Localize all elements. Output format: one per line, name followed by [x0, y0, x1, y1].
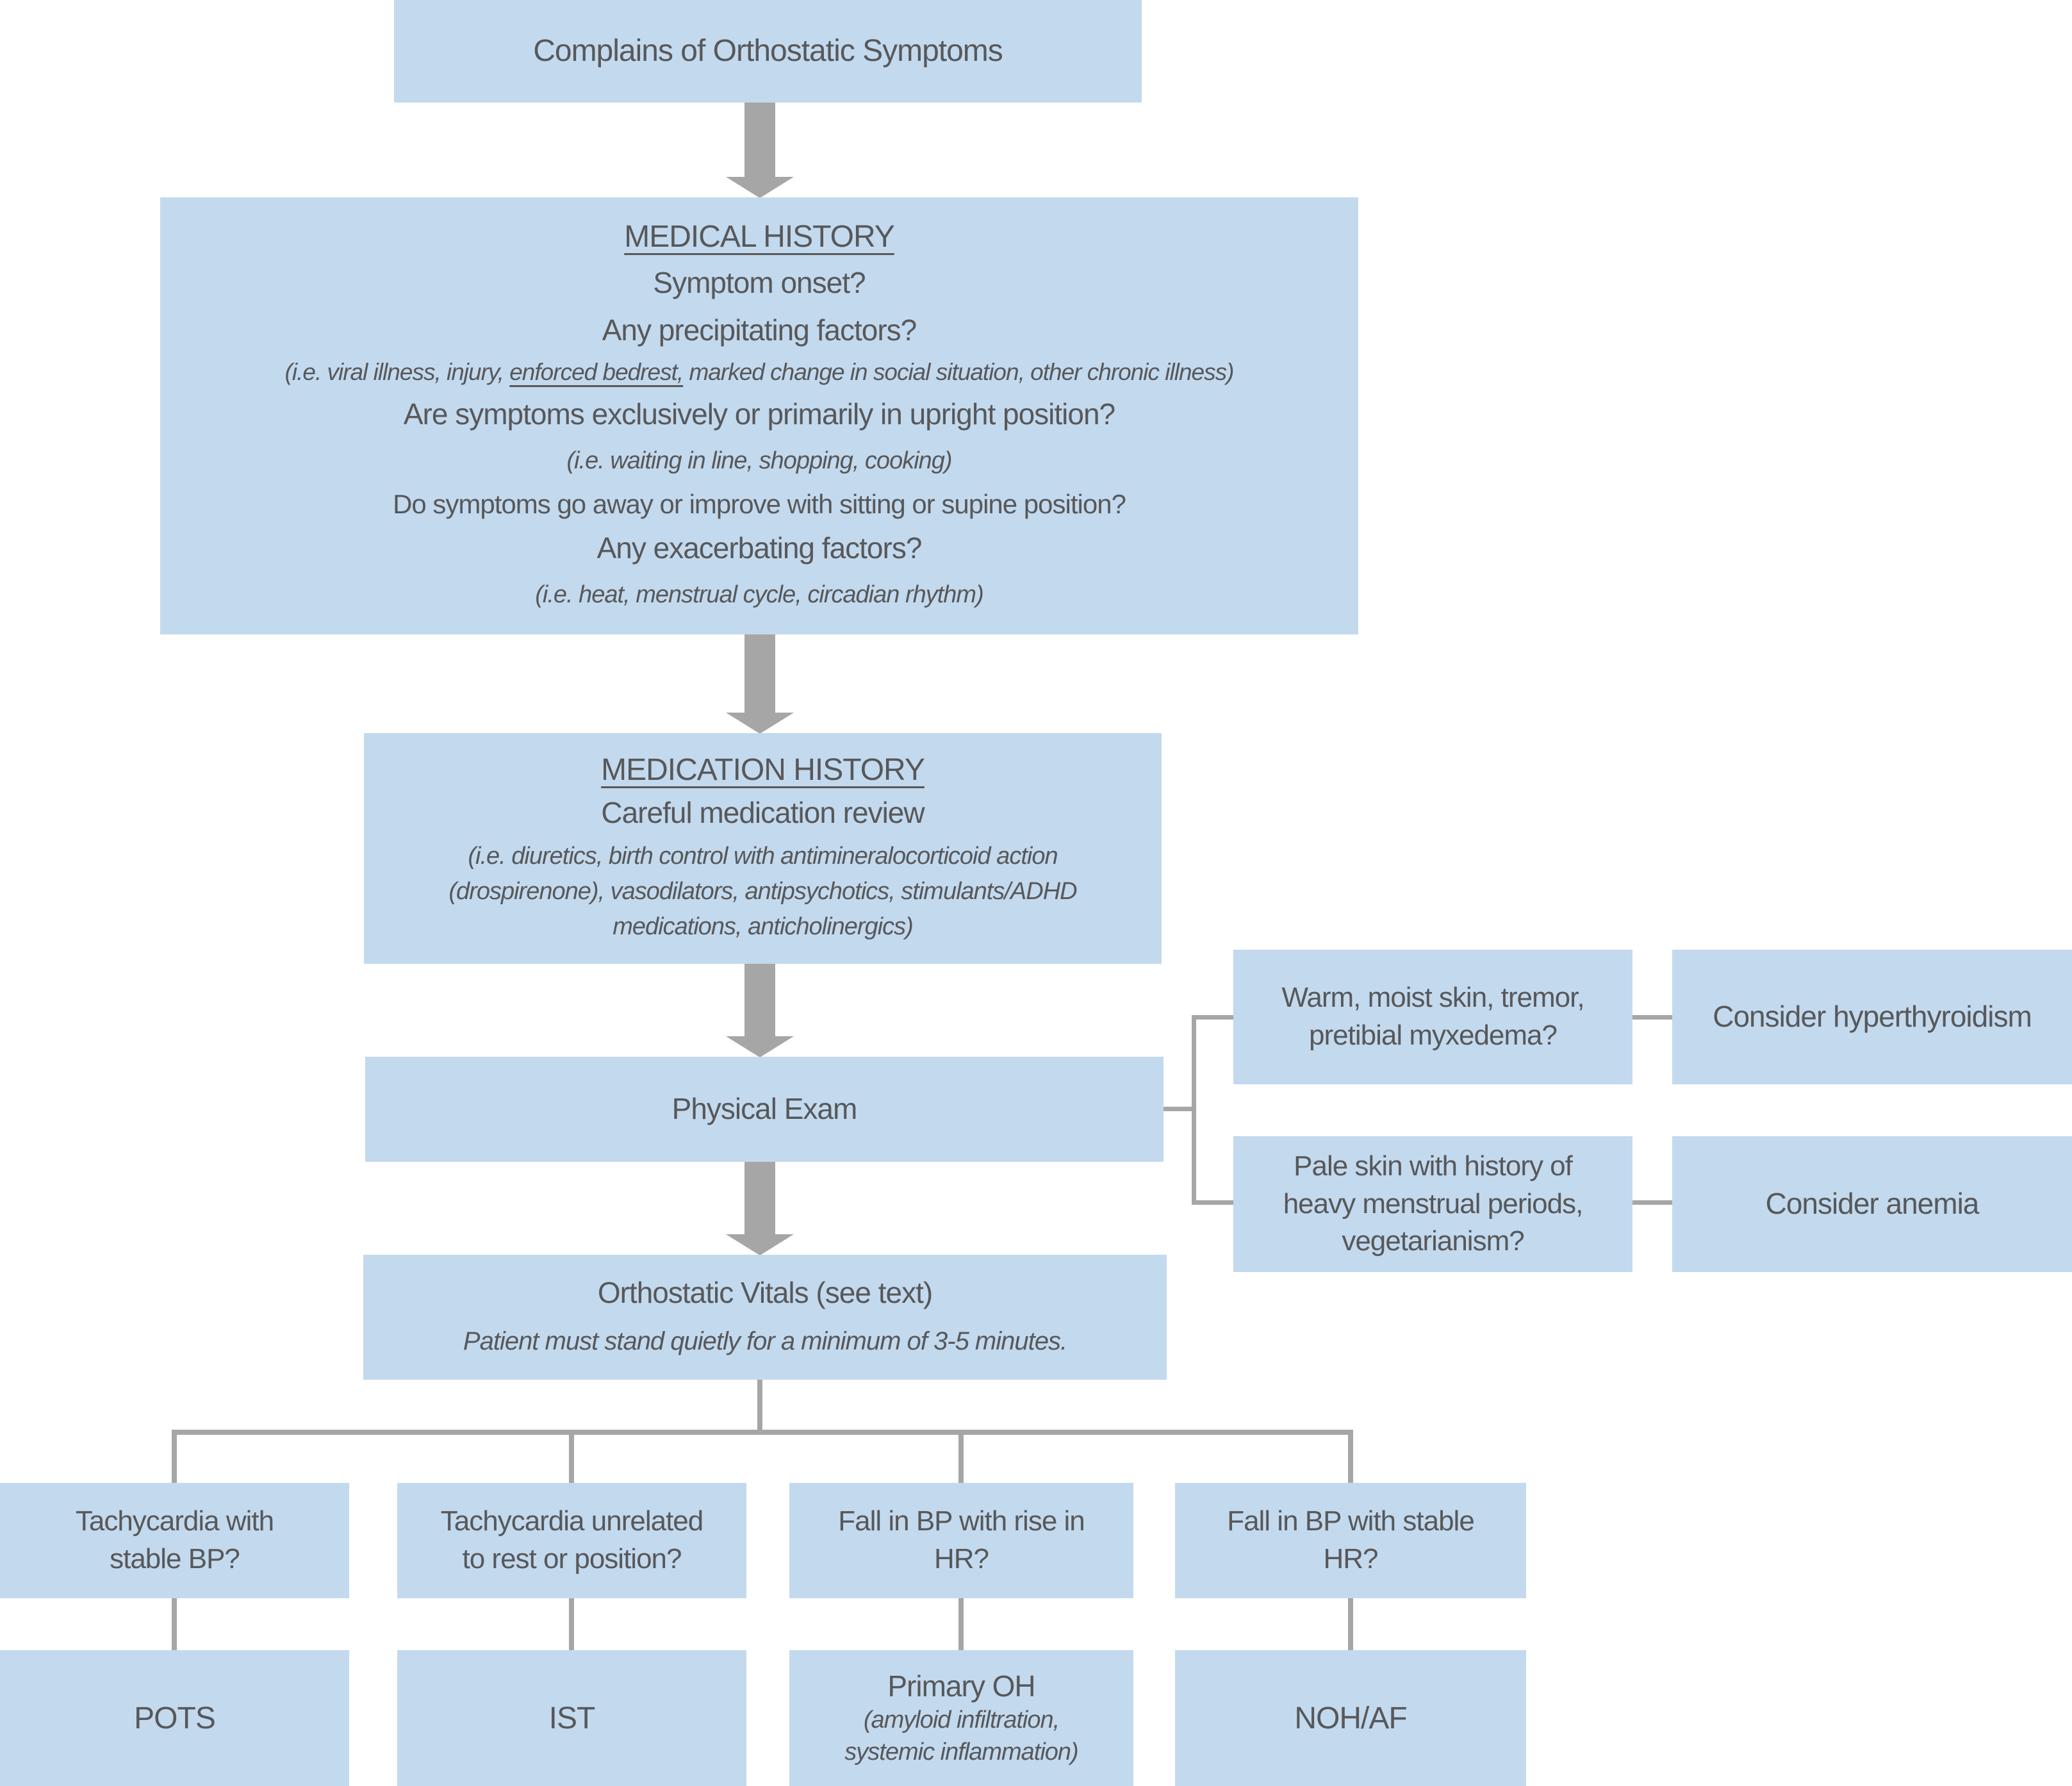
- medication-history-box: MEDICATION HISTORY Careful medication re…: [364, 733, 1162, 964]
- precipitating-example-pre: (i.e. viral illness, injury,: [284, 359, 510, 386]
- medical-history-box: MEDICAL HISTORY Symptom onset? Any preci…: [160, 197, 1358, 634]
- medical-history-upright-example: (i.e. waiting in line, shopping, cooking…: [566, 447, 952, 474]
- physical-exam-box: Physical Exam: [365, 1057, 1163, 1162]
- arrow-head-icon: [726, 1036, 794, 1057]
- diagnosis-label: IST: [548, 1701, 596, 1735]
- connector-bracket-bottom-horizontal: [1192, 1200, 1233, 1205]
- question-line: Tachycardia with: [75, 1505, 274, 1537]
- connector-bracket-vertical: [1192, 1015, 1196, 1205]
- medical-history-exacerbating: Any exacerbating factors?: [596, 531, 923, 565]
- diagnosis-box-noh-af: NOH/AF: [1175, 1650, 1526, 1786]
- question-line: stable BP?: [110, 1543, 240, 1575]
- precipitating-example-post: marked change in social situation, other…: [683, 359, 1234, 386]
- question-box-bp-fall-hr-rise: Fall in BP with rise in HR?: [789, 1483, 1133, 1598]
- medication-history-example: (i.e. diuretics, birth control with anti…: [448, 839, 1077, 945]
- diagnosis-label: NOH/AF: [1294, 1701, 1407, 1735]
- medical-history-upright: Are symptoms exclusively or primarily in…: [403, 397, 1115, 431]
- finding-sign-line: vegetarianism?: [1342, 1225, 1524, 1257]
- finding-anemia-sign-box: Pale skin with history of heavy menstrua…: [1233, 1136, 1632, 1272]
- diagnosis-box-ist: IST: [397, 1650, 746, 1786]
- medical-history-exacerbating-example: (i.e. heat, menstrual cycle, circadian r…: [535, 581, 983, 608]
- connector-drop-4: [1348, 1430, 1353, 1484]
- medication-history-review: Careful medication review: [601, 796, 925, 830]
- medication-example-line: (drospirenone), vasodilators, antipsycho…: [448, 878, 1077, 905]
- orthostatic-vitals-title: Orthostatic Vitals (see text): [597, 1276, 933, 1310]
- connector-result-4: [1348, 1598, 1353, 1651]
- question-box-bp-fall-hr-stable: Fall in BP with stable HR?: [1175, 1483, 1526, 1598]
- arrow-shaft: [744, 1162, 775, 1234]
- connector-physical-exam-to-bracket: [1163, 1107, 1194, 1111]
- physical-exam-label: Physical Exam: [671, 1092, 858, 1126]
- consider-anemia-label: Consider anemia: [1765, 1187, 1980, 1221]
- complains-label: Complains of Orthostatic Symptoms: [533, 34, 1003, 68]
- finding-hyperthyroid-sign-box: Warm, moist skin, tremor, pretibial myxe…: [1233, 950, 1632, 1084]
- question-line: HR?: [1323, 1543, 1378, 1575]
- medical-history-title: MEDICAL HISTORY: [624, 220, 895, 254]
- orthostatic-vitals-box: Orthostatic Vitals (see text) Patient mu…: [363, 1255, 1167, 1380]
- arrow-shaft: [744, 103, 775, 177]
- medical-history-precipitating-example: (i.e. viral illness, injury, enforced be…: [284, 359, 1235, 386]
- arrow-shaft: [744, 634, 775, 713]
- diagnosis-box-pots: POTS: [0, 1650, 349, 1786]
- connector-result-1: [172, 1598, 177, 1651]
- finding-sign-line: Pale skin with history of: [1294, 1150, 1573, 1182]
- arrow-shaft: [744, 964, 775, 1036]
- diagnosis-label: Primary OH: [887, 1669, 1035, 1703]
- question-box-tachycardia-unrelated: Tachycardia unrelated to rest or positio…: [397, 1483, 746, 1598]
- consider-hyperthyroidism-box: Consider hyperthyroidism: [1672, 950, 2072, 1084]
- connector-vitals-down: [757, 1380, 762, 1430]
- arrow-head-icon: [726, 713, 794, 734]
- connector-result-2: [569, 1598, 574, 1651]
- medical-history-precipitating: Any precipitating factors?: [602, 313, 917, 347]
- complains-box: Complains of Orthostatic Symptoms: [394, 0, 1142, 103]
- precipitating-example-underlined: enforced bedrest,: [509, 359, 684, 386]
- consider-anemia-box: Consider anemia: [1672, 1136, 2072, 1272]
- diagnosis-label: POTS: [134, 1701, 216, 1735]
- diagnosis-note-line: systemic inflammation): [844, 1738, 1078, 1765]
- connector-result-3: [958, 1598, 964, 1651]
- orthostatic-vitals-note: Patient must stand quietly for a minimum…: [463, 1327, 1067, 1355]
- medical-history-symptom-onset: Symptom onset?: [653, 266, 866, 300]
- connector-pale-to-anemia: [1632, 1200, 1672, 1205]
- medication-history-title: MEDICATION HISTORY: [601, 752, 925, 787]
- medication-example-line: medications, anticholinergics): [613, 913, 913, 941]
- finding-sign-line: pretibial myxedema?: [1309, 1020, 1558, 1051]
- diagnosis-note-line: (amyloid infiltration,: [863, 1707, 1060, 1734]
- question-line: Fall in BP with stable: [1227, 1505, 1475, 1537]
- arrow-head-icon: [726, 177, 794, 198]
- finding-sign-line: heavy menstrual periods,: [1283, 1187, 1584, 1220]
- medication-example-line: (i.e. diuretics, birth control with anti…: [468, 843, 1058, 870]
- question-box-tachycardia-stable-bp: Tachycardia with stable BP?: [0, 1483, 349, 1598]
- medical-history-improve: Do symptoms go away or improve with sitt…: [393, 489, 1126, 520]
- connector-drop-1: [172, 1430, 177, 1484]
- connector-branch-trunk: [172, 1430, 1353, 1435]
- connector-bracket-top-horizontal: [1192, 1015, 1233, 1020]
- question-line: Tachycardia unrelated: [440, 1505, 703, 1537]
- question-line: Fall in BP with rise in: [838, 1505, 1085, 1537]
- connector-drop-2: [569, 1430, 574, 1484]
- question-line: HR?: [933, 1543, 989, 1575]
- arrow-head-icon: [726, 1234, 794, 1255]
- finding-sign-line: Warm, moist skin, tremor,: [1281, 982, 1584, 1014]
- consider-hyperthyroidism-label: Consider hyperthyroidism: [1713, 1000, 2032, 1034]
- question-line: to rest or position?: [462, 1543, 682, 1575]
- connector-drop-3: [958, 1430, 964, 1484]
- diagnosis-box-primary-oh: Primary OH (amyloid infiltration, system…: [789, 1650, 1133, 1786]
- connector-warm-to-hyperthyroidism: [1632, 1015, 1672, 1020]
